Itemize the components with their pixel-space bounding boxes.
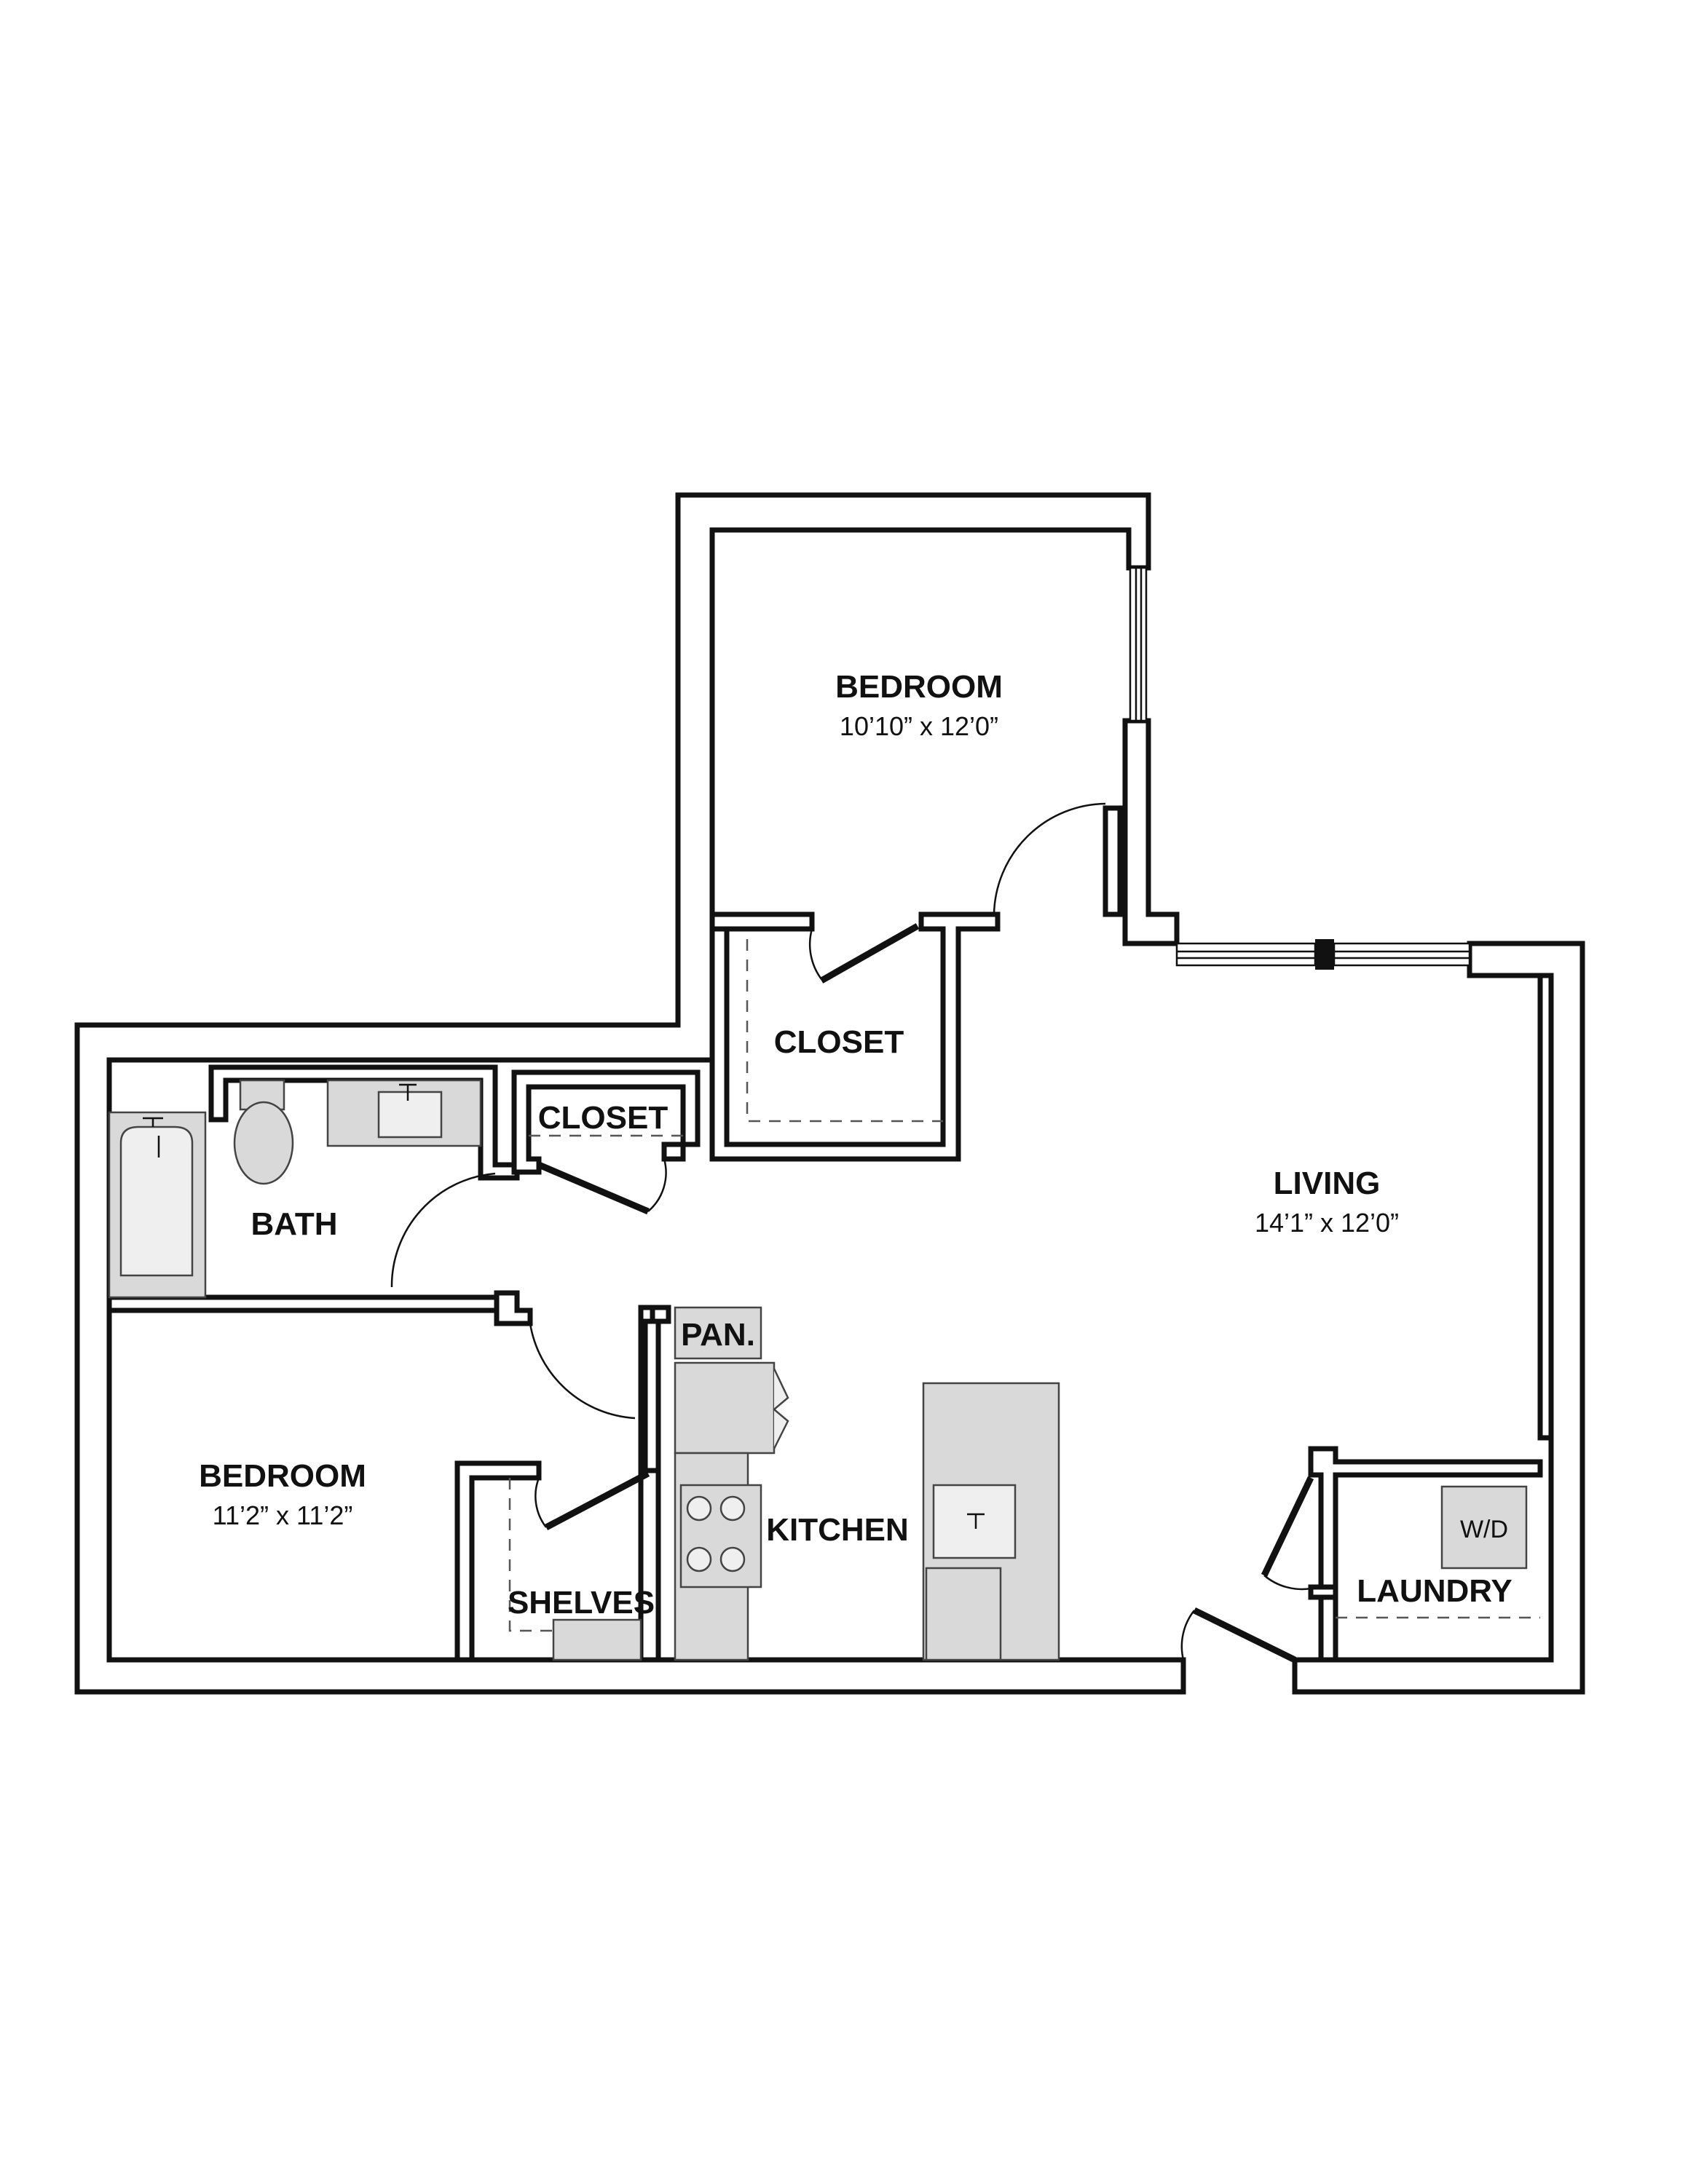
window-bedroom: [1129, 566, 1148, 722]
toilet-bowl: [233, 1101, 294, 1185]
kitchen-label: KITCHEN: [766, 1512, 909, 1548]
bath-label: BATH: [251, 1206, 338, 1242]
interior-walls: [106, 805, 1543, 1663]
laundry-label: LAUNDRY: [1357, 1573, 1512, 1609]
bedroom-bottom-label: BEDROOM: [199, 1458, 366, 1494]
washer-dryer: [1440, 1485, 1528, 1570]
shelves-unit: [552, 1618, 642, 1661]
living-label: LIVING: [1274, 1166, 1381, 1201]
bedroom-bottom-dims: 11’2” x 11’2”: [213, 1500, 353, 1530]
kitchen-fixtures: [552, 1306, 1060, 1661]
window-living-1: [1175, 942, 1317, 967]
kitchen-sink: [932, 1484, 1017, 1559]
doors: [390, 802, 1314, 1663]
bath-sink: [377, 1091, 443, 1139]
room-labels: BEDROOM 10’10” x 12’0” CLOSET CLOSET BAT…: [199, 669, 1513, 1621]
closet-top-label: CLOSET: [774, 1024, 904, 1060]
windows: [1129, 566, 1471, 970]
washer-dryer-label: W/D: [1460, 1516, 1508, 1543]
exterior-walls: [74, 492, 1585, 1695]
shelves-label: SHELVES: [508, 1585, 655, 1621]
closet-small-label: CLOSET: [538, 1100, 669, 1136]
living-dims: 14’1” x 12’0”: [1255, 1208, 1399, 1238]
window-living-2: [1333, 942, 1471, 967]
bedroom-top-dims: 10’10” x 12’0”: [840, 711, 998, 741]
bath-fixtures: [108, 1079, 482, 1299]
refrigerator: [674, 1361, 776, 1455]
dishwasher: [925, 1567, 1002, 1661]
bedroom-top-label: BEDROOM: [835, 669, 1003, 705]
pantry-label: PAN.: [681, 1317, 755, 1353]
pantry: [674, 1306, 762, 1360]
